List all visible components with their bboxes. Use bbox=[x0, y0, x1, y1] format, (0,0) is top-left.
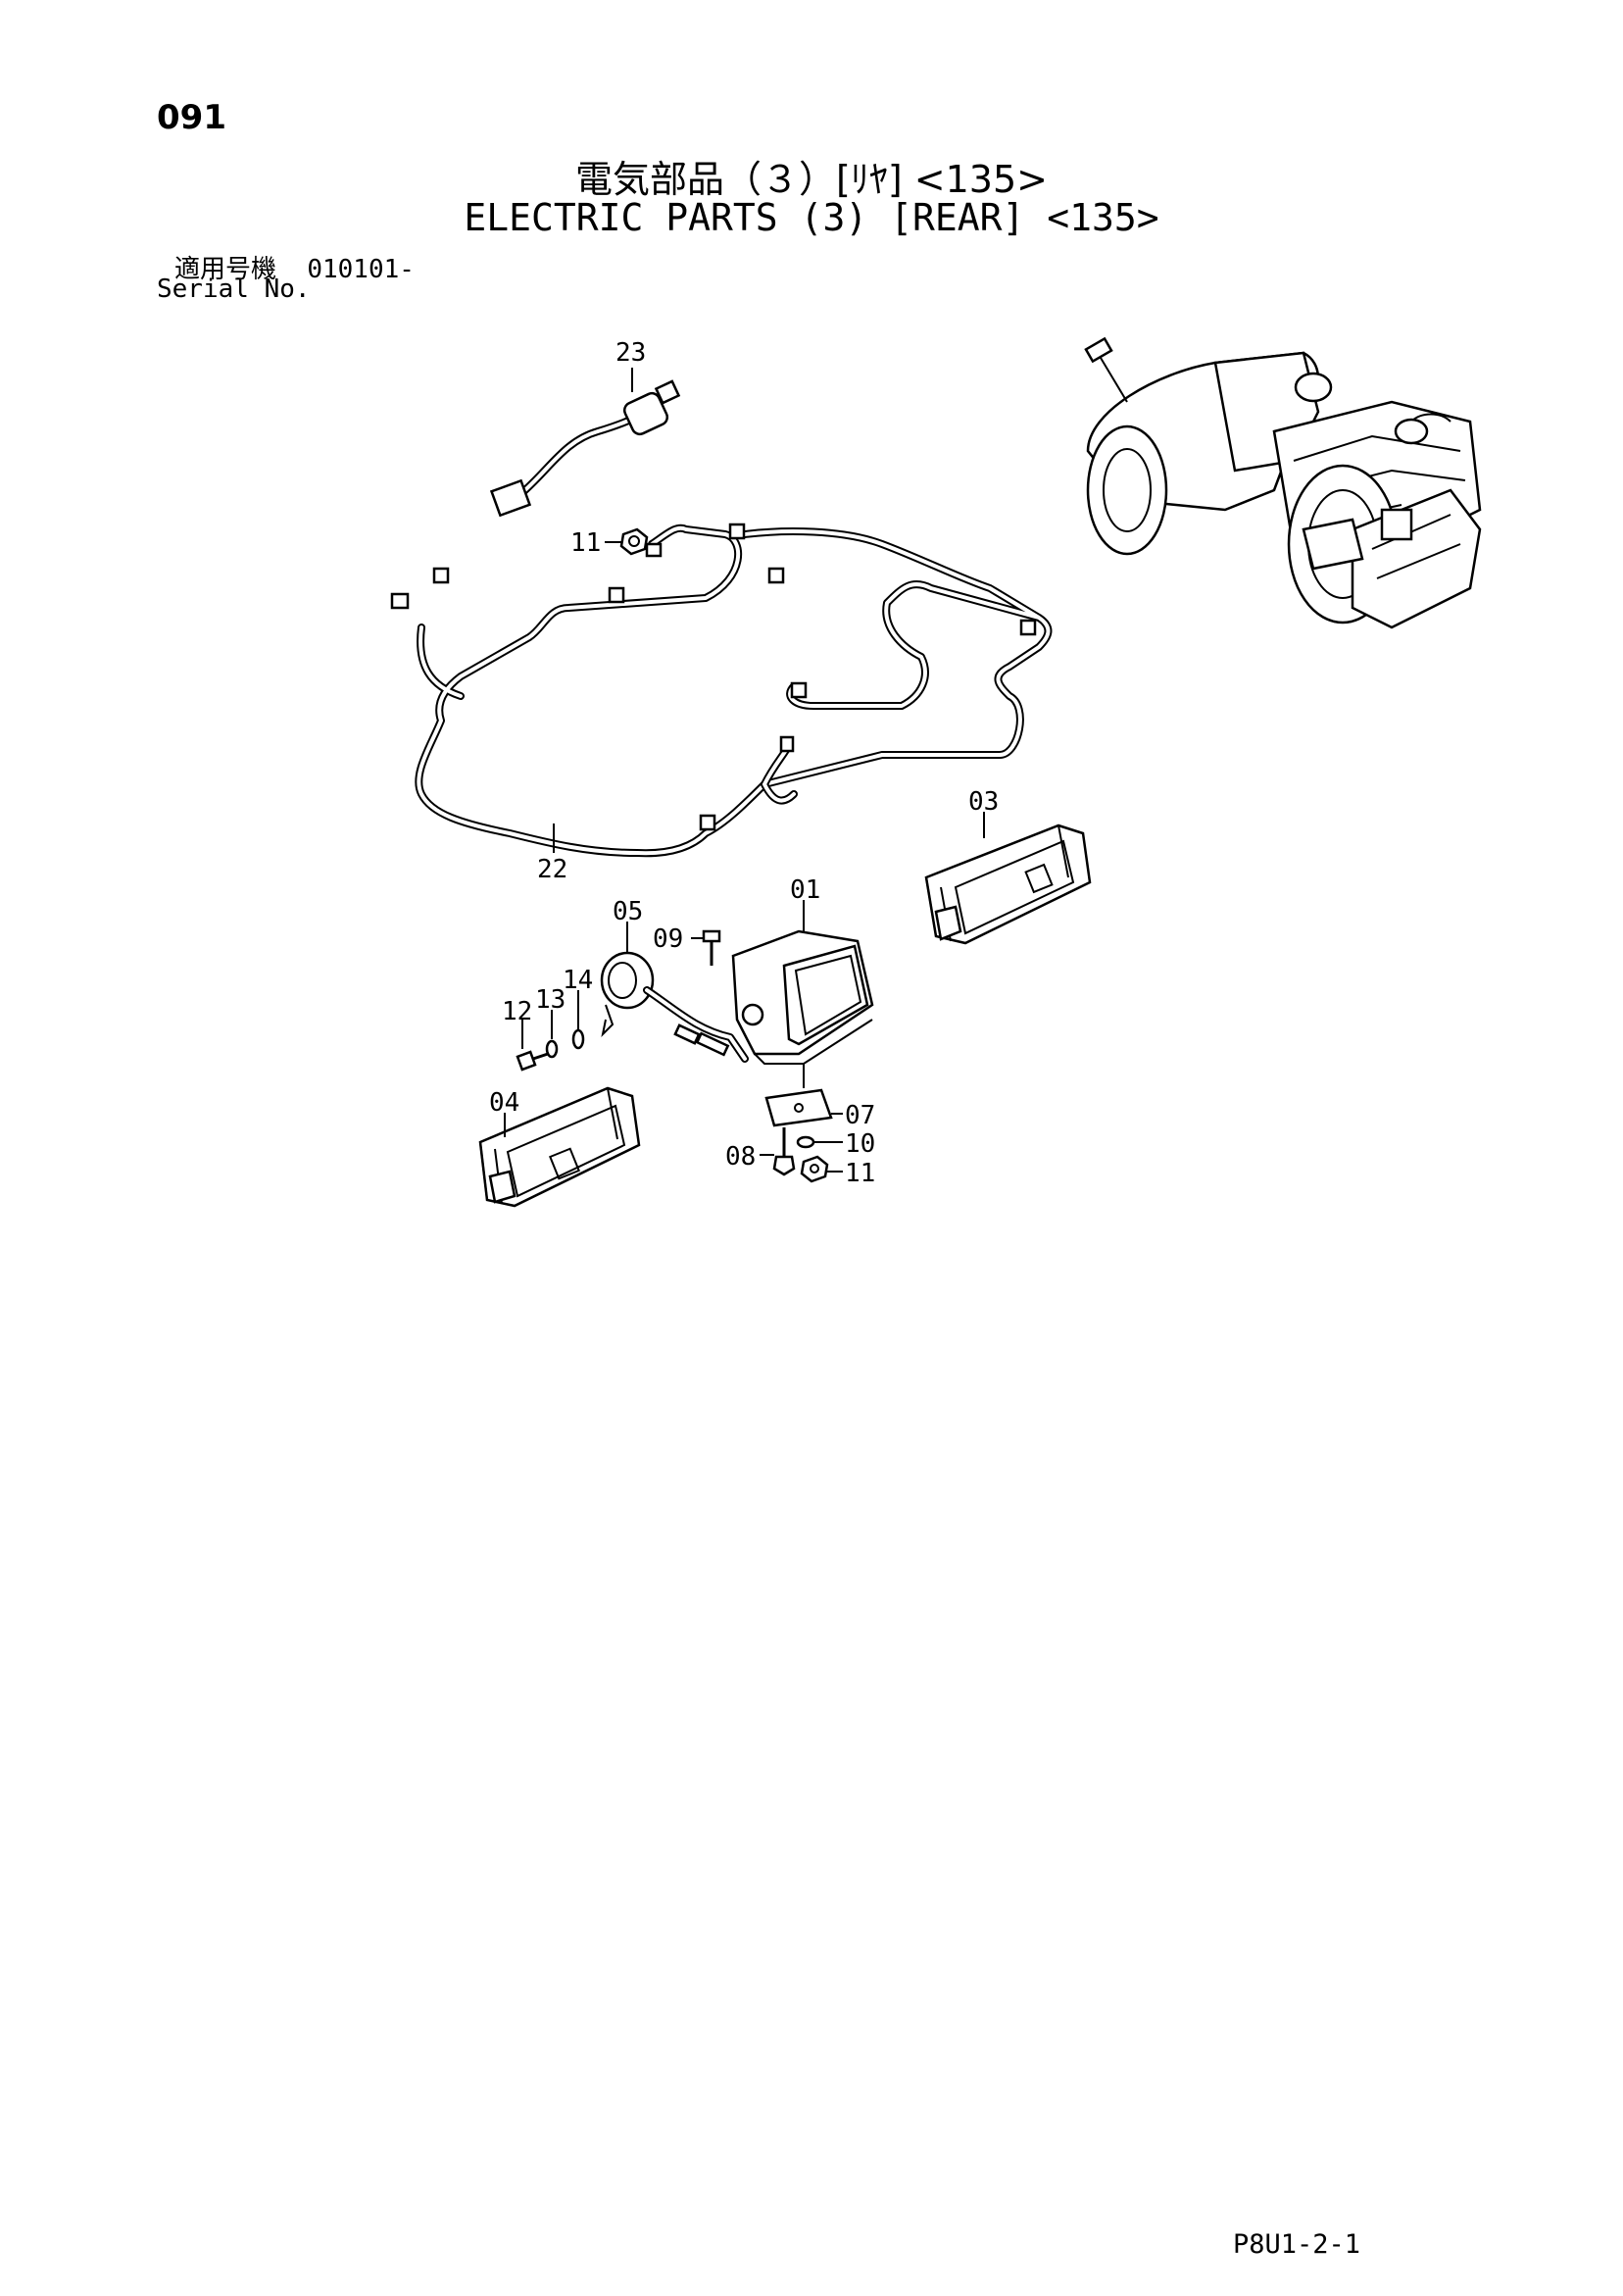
machine-locator-illustration bbox=[1084, 336, 1482, 629]
page-number: 091 bbox=[157, 98, 226, 137]
callout-01: 01 bbox=[790, 875, 820, 905]
part-14-washer bbox=[571, 990, 585, 1050]
callout-08: 08 bbox=[725, 1142, 756, 1172]
footer-code: P8U1-2-1 bbox=[1233, 2229, 1361, 2260]
page-title-japanese: 電気部品（３）[ﾘﾔ] <135> bbox=[575, 158, 1048, 201]
callout-13: 13 bbox=[535, 985, 566, 1015]
part-13-washer bbox=[545, 1010, 559, 1059]
part-11-nut-upper bbox=[605, 527, 649, 556]
callout-09: 09 bbox=[653, 924, 683, 954]
serial-label-jp-text: 適用号機 bbox=[174, 255, 277, 284]
page-title-english: ELECTRIC PARTS (3) [REAR] <135> bbox=[464, 196, 1159, 239]
part-08-bolt bbox=[760, 1127, 796, 1176]
part-01-work-lamp bbox=[731, 900, 874, 1088]
part-07-bracket-plate bbox=[764, 1088, 843, 1127]
part-11-nut-lower bbox=[800, 1155, 843, 1183]
callout-05: 05 bbox=[613, 897, 643, 926]
serial-number-value: 010101- bbox=[307, 255, 415, 284]
serial-label-english: Serial No. bbox=[157, 275, 311, 304]
serial-label-japanese: 適用号機 010101- bbox=[174, 249, 415, 285]
callout-04: 04 bbox=[489, 1088, 519, 1118]
callout-07: 07 bbox=[845, 1101, 875, 1130]
callout-23: 23 bbox=[615, 338, 646, 368]
part-03-rear-combination-lamp-right bbox=[924, 812, 1092, 945]
part-09-bolt bbox=[691, 929, 721, 966]
part-10-washer bbox=[796, 1135, 843, 1149]
callout-22: 22 bbox=[537, 855, 567, 884]
callout-03: 03 bbox=[968, 787, 999, 817]
part-23-sensor bbox=[489, 368, 681, 518]
callout-14: 14 bbox=[563, 966, 593, 995]
callout-11-upper: 11 bbox=[570, 528, 601, 558]
callout-12: 12 bbox=[502, 997, 532, 1026]
callout-10: 10 bbox=[845, 1129, 875, 1159]
part-05-beacon bbox=[600, 922, 749, 1063]
part-22-wiring-harness bbox=[390, 523, 1053, 858]
callout-11-lower: 11 bbox=[845, 1159, 875, 1188]
part-04-rear-combination-lamp-left bbox=[478, 1086, 641, 1208]
